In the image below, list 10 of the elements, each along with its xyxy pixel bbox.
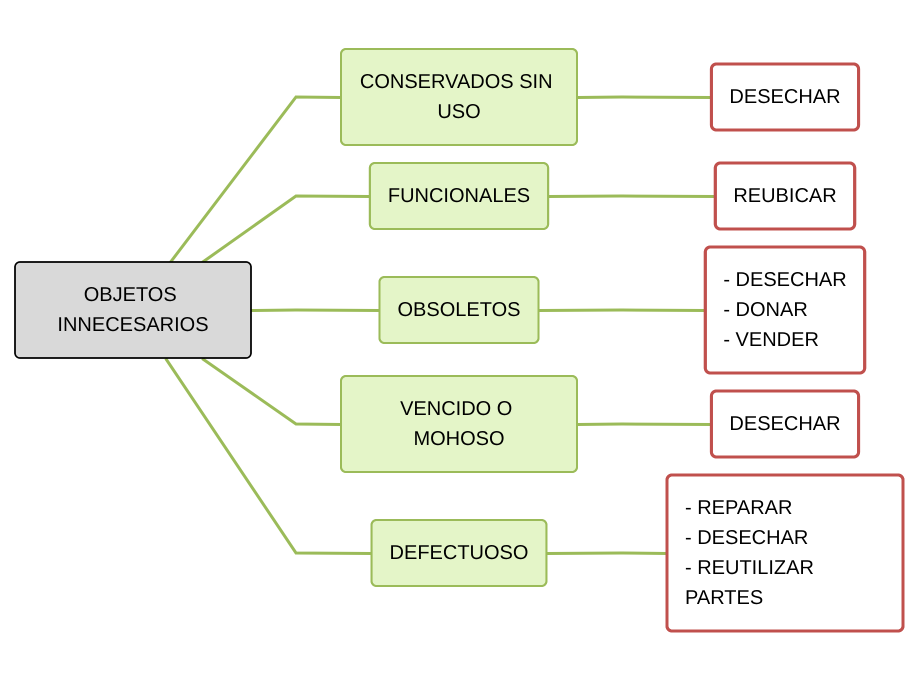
connector: [251, 308, 380, 312]
connector: [548, 194, 716, 198]
connector: [201, 194, 370, 264]
connector: [577, 422, 712, 426]
connector: [577, 96, 712, 99]
connector: [164, 358, 372, 555]
connector: [539, 308, 706, 312]
connector: [169, 96, 342, 264]
connector: [546, 552, 668, 555]
connector: [201, 357, 342, 426]
